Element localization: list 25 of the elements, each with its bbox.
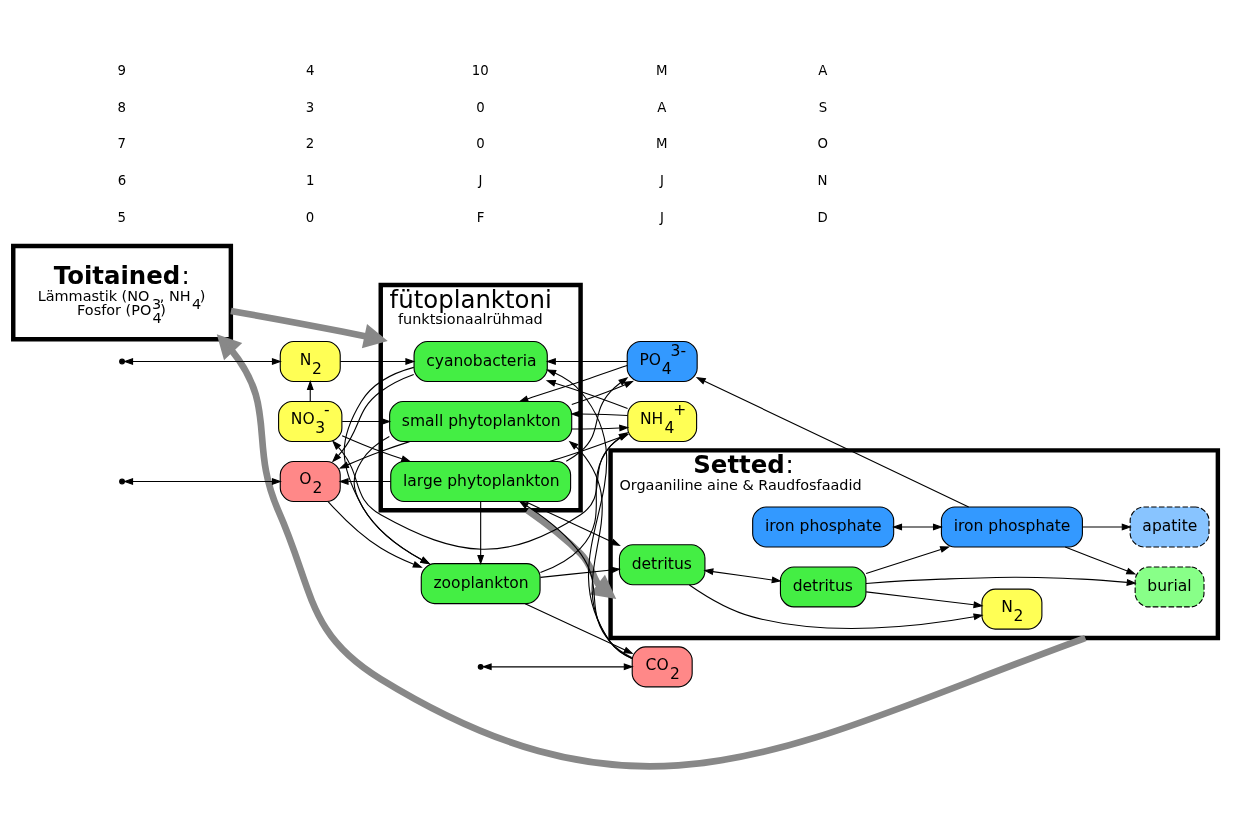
label: M [656, 136, 668, 152]
label: 1 [306, 173, 315, 189]
label: 9 [117, 63, 127, 79]
label: 7 [117, 136, 127, 152]
label: J [659, 209, 664, 225]
label: 2 [305, 136, 315, 152]
label: A [657, 99, 667, 115]
label: D [817, 209, 828, 225]
label: 8 [117, 99, 127, 115]
label: 0 [305, 209, 315, 225]
label: J [478, 173, 483, 189]
label: O [817, 136, 829, 152]
label: A [818, 63, 828, 79]
label: 3 [305, 99, 315, 115]
label: N [817, 173, 828, 189]
label: J [659, 173, 664, 189]
label: 10 [471, 63, 489, 79]
label: 6 [117, 173, 127, 189]
label: M [656, 63, 668, 79]
label: 5 [117, 209, 127, 225]
label: F [476, 209, 485, 225]
label: 0 [476, 99, 485, 115]
label: 0 [476, 136, 485, 152]
label: S [818, 99, 828, 115]
label: 4 [306, 63, 315, 79]
